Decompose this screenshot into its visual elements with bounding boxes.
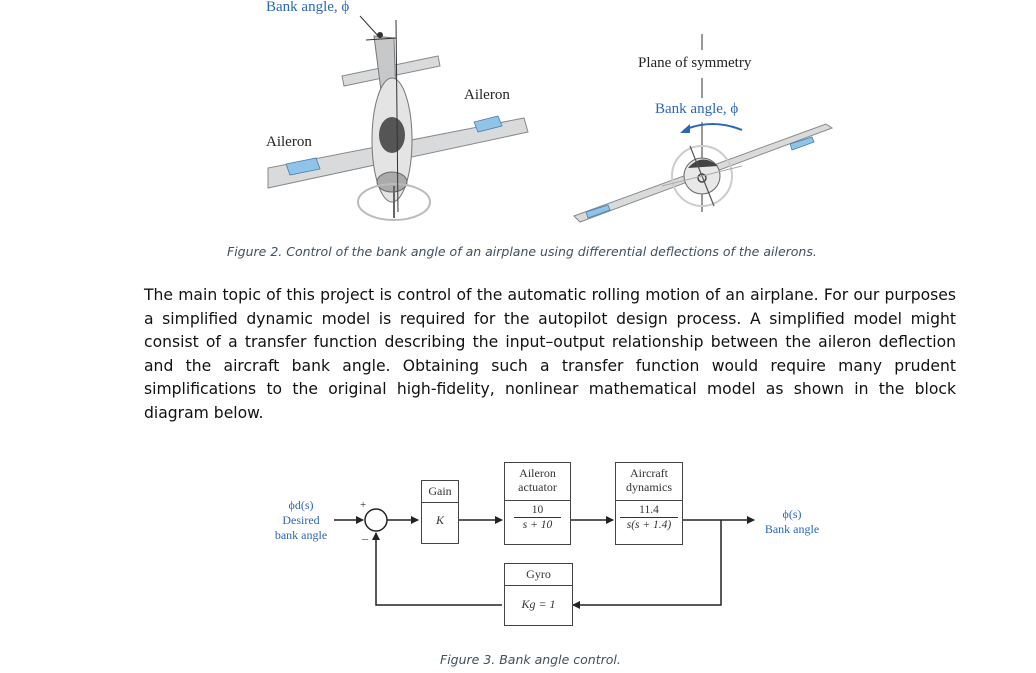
- right-airplane-prop-disc: [671, 145, 733, 207]
- input-line2: bank angle: [274, 528, 328, 542]
- dynamics-num: 11.4: [620, 504, 678, 518]
- output-signal-label: ϕ(s) Bank angle: [756, 507, 828, 537]
- gyro-to-sum: [372, 532, 502, 606]
- actuator-num: 10: [514, 504, 561, 518]
- airplane-right: [573, 34, 834, 223]
- actuator-title-line1: Aileron: [519, 466, 556, 480]
- actuator-title: Aileron actuator: [504, 462, 571, 500]
- sum-minus-sign: –: [362, 531, 368, 545]
- actuator-title-line2: actuator: [518, 480, 557, 494]
- left-aileron-shape: [285, 157, 321, 176]
- gain-value: K: [435, 513, 444, 527]
- right-aileron-shape: [473, 115, 503, 133]
- left-airplane-prop-disc: [357, 183, 431, 221]
- input-line1: Desired: [282, 513, 320, 527]
- summing-junction: [364, 508, 388, 532]
- dynamics-title: Aircraft dynamics: [615, 462, 683, 500]
- dynamics-tf: 11.4 s(s + 1.4): [620, 504, 678, 531]
- dynamics-den: s(s + 1.4): [626, 519, 672, 531]
- output-symbol: ϕ(s): [782, 507, 802, 521]
- bank-angle-label-left: Bank angle, ϕ: [266, 0, 350, 15]
- output-label: Bank angle: [764, 522, 820, 536]
- dynamics-title-line1: Aircraft: [630, 466, 668, 480]
- bank-angle-label-right: Bank angle, ϕ: [655, 101, 739, 117]
- actuator-block: [504, 500, 571, 545]
- sum-plus-sign: +: [360, 499, 367, 511]
- gain-block: [421, 502, 459, 544]
- airplane-left: [267, 15, 529, 221]
- feedback-to-gyro: [572, 520, 722, 609]
- body-paragraph: The main topic of this project is contro…: [144, 286, 956, 422]
- aileron-label-top: Aileron: [464, 87, 510, 103]
- gyro-block: [504, 585, 573, 626]
- dynamics-block: [615, 500, 683, 545]
- aileron-label-left: Aileron: [266, 134, 312, 150]
- plane-of-symmetry-label: Plane of symmetry: [638, 55, 752, 71]
- actuator-tf: 10 s + 10: [514, 504, 561, 531]
- figure-2-caption: Figure 2. Control of the bank angle of a…: [227, 244, 817, 259]
- gyro-title: Gyro: [504, 563, 573, 585]
- gyro-value: Kg = 1: [521, 597, 556, 611]
- input-symbol: ϕd(s): [288, 498, 314, 512]
- figure-2-illustration: [267, 15, 834, 223]
- actuator-den: s + 10: [522, 519, 553, 531]
- dynamics-title-line2: dynamics: [626, 480, 672, 494]
- gain-title: Gain: [421, 480, 459, 502]
- input-signal-label: ϕd(s) Desired bank angle: [266, 498, 336, 543]
- figure-3-caption: Figure 3. Bank angle control.: [440, 652, 621, 667]
